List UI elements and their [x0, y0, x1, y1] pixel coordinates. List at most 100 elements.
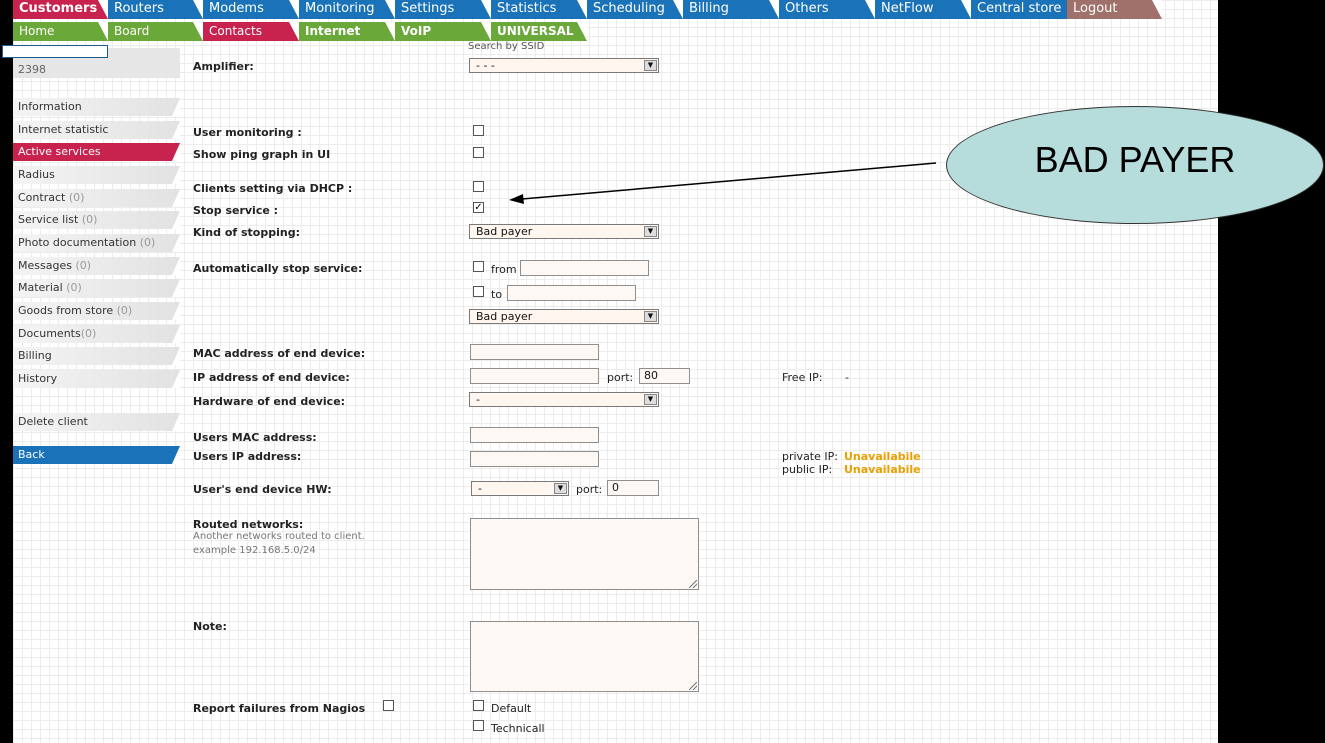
sidebar-item-information[interactable]: Information [13, 98, 180, 116]
public-ip-label: public IP: [782, 463, 833, 476]
chevron-down-icon: ▼ [644, 311, 657, 322]
stop-service-checkbox[interactable]: ✓ [473, 202, 484, 213]
note-textarea[interactable] [470, 621, 699, 692]
nav-tab-central-store[interactable]: Central store [971, 0, 1067, 19]
sidebar-item-back[interactable]: Back [13, 446, 180, 464]
hardware-end-device-select[interactable]: -▼ [469, 392, 659, 407]
sidebar-item-history[interactable]: History [13, 370, 180, 388]
resize-grip-icon[interactable] [689, 580, 697, 588]
to-label: to [491, 288, 503, 301]
nav-tab-settings[interactable]: Settings [395, 0, 491, 19]
routed-networks-hint: Another networks routed to client. [193, 531, 365, 542]
technical-checkbox[interactable] [473, 720, 484, 731]
nagios-checkbox[interactable] [383, 700, 394, 711]
from-label: from [491, 263, 517, 276]
subnav-tab-voip[interactable]: VoIP [395, 22, 491, 41]
annotation-text: BAD PAYER [1034, 139, 1236, 180]
show-ping-graph-label: Show ping graph in UI [193, 148, 331, 161]
sidebar-item-billing[interactable]: Billing [13, 347, 180, 365]
dhcp-checkbox[interactable] [473, 181, 484, 192]
subnav-tab-board[interactable]: Board [108, 22, 203, 41]
chevron-down-icon: ▼ [644, 394, 657, 405]
resize-grip-icon[interactable] [689, 682, 697, 690]
hardware-end-device-label: Hardware of end device: [193, 395, 346, 408]
show-ping-graph-checkbox[interactable] [473, 147, 484, 158]
dhcp-label: Clients setting via DHCP : [193, 182, 353, 195]
chevron-down-icon: ▼ [644, 226, 657, 237]
amplifier-label: Amplifier: [193, 60, 254, 73]
default-label: Default [491, 702, 532, 715]
users-mac-label: Users MAC address: [193, 431, 317, 444]
auto-stop-label: Automatically stop service: [193, 262, 363, 275]
auto-stop-from-checkbox[interactable] [473, 261, 484, 272]
user-hw-port-input[interactable]: 0 [607, 480, 659, 496]
user-end-device-hw-select[interactable]: -▼ [471, 481, 569, 496]
users-ip-input[interactable] [470, 451, 599, 467]
sidebar-item-goods-from-store[interactable]: Goods from store (0) [13, 302, 180, 320]
nav-tab-others[interactable]: Others [779, 0, 875, 19]
auto-stop-to-checkbox[interactable] [473, 286, 484, 297]
private-ip-value: Unavailabile [844, 450, 921, 463]
search-by-ssid-label[interactable]: Search by SSID [468, 41, 545, 52]
private-ip-label: private IP: [782, 450, 838, 463]
nav-tab-routers[interactable]: Routers [108, 0, 203, 19]
routed-networks-example: example 192.168.5.0/24 [193, 545, 316, 556]
sidebar-item-service-list[interactable]: Service list (0) [13, 211, 180, 229]
user-hw-port-label: port: [576, 483, 603, 496]
chevron-down-icon: ▼ [554, 483, 567, 494]
sidebar-item-contract[interactable]: Contract (0) [13, 189, 180, 207]
default-checkbox[interactable] [473, 700, 484, 711]
routed-networks-textarea[interactable] [470, 518, 699, 590]
overlay-box [2, 45, 108, 58]
client-id: 2398 [18, 63, 46, 76]
nav-tab-customers[interactable]: Customers [13, 0, 108, 19]
chevron-down-icon: ▼ [644, 60, 657, 71]
auto-stop-to-input[interactable] [507, 285, 636, 301]
sidebar-item-internet-statistic[interactable]: Internet statistic [13, 121, 180, 139]
free-ip-label: Free IP: [782, 371, 823, 384]
annotation-callout: BAD PAYER [946, 106, 1324, 224]
port-label: port: [607, 371, 634, 384]
sidebar-item-messages[interactable]: Messages (0) [13, 257, 180, 275]
nagios-label: Report failures from Nagios [193, 702, 366, 715]
auto-stop-from-input[interactable] [520, 260, 649, 276]
auto-stop-kind-select[interactable]: Bad payer▼ [469, 309, 659, 324]
kind-of-stopping-label: Kind of stopping: [193, 226, 300, 239]
subnav-tab-home[interactable]: Home [13, 22, 108, 41]
ip-end-device-input[interactable] [470, 368, 599, 384]
user-monitoring-label: User monitoring : [193, 126, 302, 139]
user-monitoring-checkbox[interactable] [473, 125, 484, 136]
subnav-tab-universal[interactable]: UNIVERSAL [491, 22, 587, 41]
kind-of-stopping-select[interactable]: Bad payer▼ [469, 224, 659, 239]
mac-end-device-input[interactable] [470, 344, 599, 360]
subnav-tab-internet[interactable]: Internet [299, 22, 395, 41]
top-navigation: Customers Routers Modems Monitoring Sett… [0, 0, 1325, 19]
sidebar-item-documents[interactable]: Documents(0) [13, 325, 180, 343]
sidebar-item-active-services[interactable]: Active services [13, 143, 180, 161]
nav-tab-monitoring[interactable]: Monitoring [299, 0, 395, 19]
nav-tab-scheduling[interactable]: Scheduling [587, 0, 683, 19]
nav-tab-modems[interactable]: Modems [203, 0, 299, 19]
note-label: Note: [193, 620, 227, 633]
sidebar-item-radius[interactable]: Radius [13, 166, 180, 184]
port-input[interactable]: 80 [639, 368, 690, 384]
users-mac-input[interactable] [470, 427, 599, 443]
nav-tab-billing[interactable]: Billing [683, 0, 779, 19]
nav-tab-logout[interactable]: Logout [1067, 0, 1162, 19]
user-end-device-hw-label: User's end device HW: [193, 483, 332, 496]
nav-tab-statistics[interactable]: Statistics [491, 0, 587, 19]
sidebar-item-photo-documentation[interactable]: Photo documentation (0) [13, 234, 180, 252]
nav-tab-netflow[interactable]: NetFlow [875, 0, 971, 19]
routed-networks-label: Routed networks: [193, 518, 304, 531]
users-ip-label: Users IP address: [193, 450, 302, 463]
sidebar-item-material[interactable]: Material (0) [13, 279, 180, 297]
subnav-tab-contacts[interactable]: Contacts [203, 22, 299, 41]
technical-label: Technicall [491, 722, 545, 735]
free-ip-value: - [845, 371, 849, 384]
ip-end-device-label: IP address of end device: [193, 371, 350, 384]
mac-end-device-label: MAC address of end device: [193, 347, 366, 360]
amplifier-select[interactable]: - - -▼ [469, 58, 659, 73]
public-ip-value: Unavailabile [844, 463, 921, 476]
sidebar-item-delete-client[interactable]: Delete client [13, 413, 180, 431]
stop-service-label: Stop service : [193, 204, 279, 217]
